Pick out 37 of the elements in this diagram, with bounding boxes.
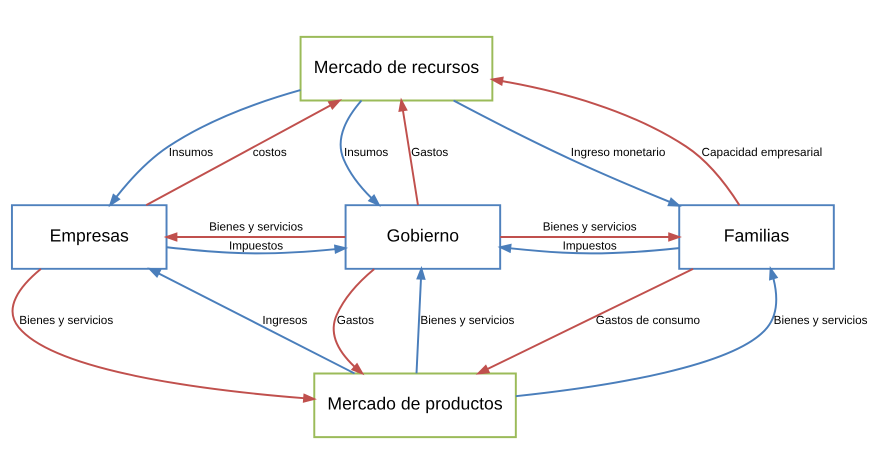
node-box: Empresas <box>10 204 168 270</box>
edge-label: Bienes y servicios <box>420 314 514 327</box>
edge-label: Insumos <box>168 145 214 158</box>
arrow <box>146 98 342 206</box>
arrow <box>108 88 301 207</box>
edge-label: Impuestos <box>228 238 284 252</box>
edge-label: Ingresos <box>262 314 308 327</box>
arrow <box>12 268 317 402</box>
arrow <box>490 76 740 206</box>
edge-label: Ingreso monetario <box>570 145 666 158</box>
arrow <box>332 268 375 375</box>
edge-label: Gastos <box>336 314 374 327</box>
edge-label: Bienes y servicios <box>542 220 637 234</box>
edge-label: Bienes y servicios <box>774 314 868 327</box>
arrow <box>147 267 356 374</box>
edge-label: Bienes y servicios <box>19 314 114 327</box>
arrow <box>166 244 348 254</box>
edge-label: Gastos de consumo <box>596 314 700 327</box>
arrow <box>340 99 381 206</box>
node-box: Gobierno <box>344 204 502 270</box>
arrow <box>498 243 679 254</box>
edge-label: costos <box>252 145 287 158</box>
arrow <box>398 97 419 205</box>
arrow <box>164 232 346 242</box>
node-box: Mercado de recursos <box>300 35 494 101</box>
node-box: Familias <box>678 204 835 270</box>
arrow <box>500 232 682 242</box>
arrow <box>516 266 778 397</box>
arrow <box>453 99 682 206</box>
edge-label: Impuestos <box>562 238 617 252</box>
edge-label: Bienes y servicios <box>209 220 304 234</box>
edge-label: Insumos <box>344 145 388 158</box>
arrow <box>476 268 694 374</box>
edge-label: Capacidad empresarial <box>702 145 822 158</box>
arrow <box>416 265 426 373</box>
node-box: Mercado de productos <box>313 372 517 438</box>
edge-label: Gastos <box>411 145 448 158</box>
